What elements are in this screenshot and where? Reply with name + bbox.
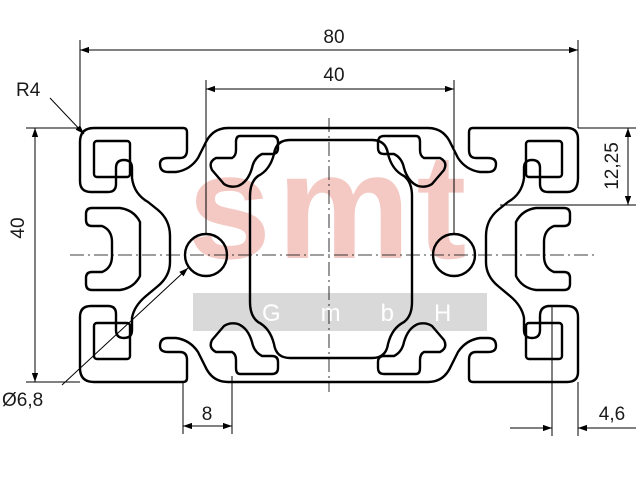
dim-label-12-25: 12,25 [602,142,623,190]
corner-cavity-br [524,321,564,361]
dim-label-r4: R4 [16,80,41,101]
corner-cavity-tl [92,139,132,179]
central-cavity [248,138,414,360]
dim-wall: 4,6 [510,306,636,436]
bottom-slot-left [209,322,280,376]
watermark-band [193,293,487,331]
center-lines [70,118,596,392]
side-slot-left [84,206,142,292]
dim-label-hole: Ø6,8 [2,390,43,411]
dim-slot-spacing: 40 [205,65,455,234]
outer-contour [78,126,580,384]
corner-cavity-bl [92,321,132,361]
dim-slot-offset: 12,25 [500,127,636,206]
dim-label-80: 80 [323,27,344,48]
dim-label-8: 8 [202,404,213,425]
dim-overall-width: 80 [79,27,579,128]
dim-height: 40 [8,127,80,383]
bottom-slot-right [376,322,447,376]
watermark-brand: smt [188,122,473,290]
top-slot-left [209,134,280,188]
dim-radius: R4 [16,80,85,135]
dim-hole: Ø6,8 [2,267,189,411]
profile-outline [78,126,580,384]
dim-label-40-top: 40 [323,65,344,86]
dim-label-40-left: 40 [8,217,29,238]
side-slot-right [514,206,572,292]
watermark: smt GmbH [188,122,491,331]
watermark-subtitle: GmbH [262,300,491,327]
corner-cavity-tr [524,139,564,179]
dim-slot-width: 8 [182,376,233,434]
dim-label-4-6: 4,6 [599,404,625,425]
top-slot-right [376,134,447,188]
